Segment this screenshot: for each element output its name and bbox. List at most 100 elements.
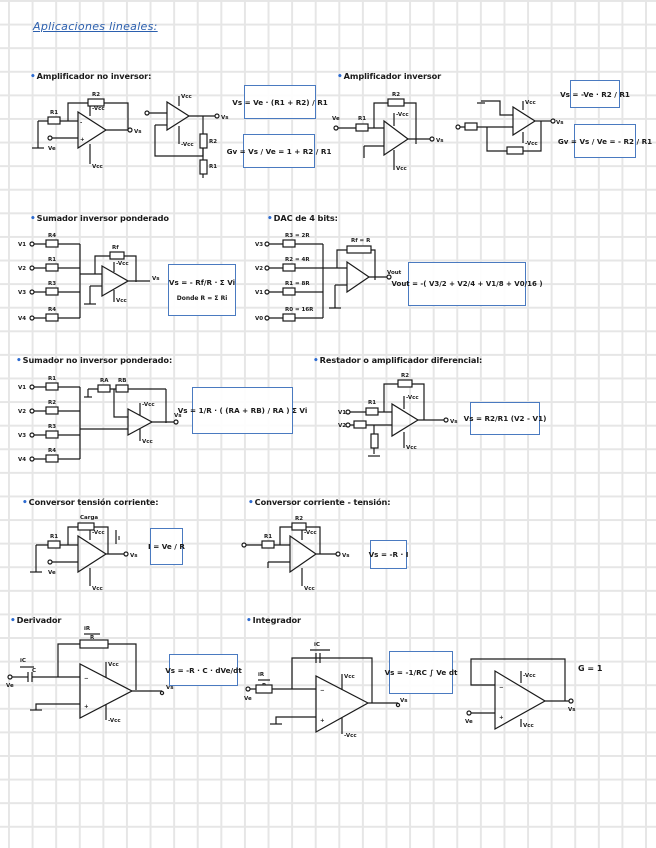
- svg-text:-Vcc: -Vcc: [116, 261, 129, 267]
- svg-text:V4: V4: [18, 457, 26, 463]
- svg-text:R0 = 16R: R0 = 16R: [285, 307, 314, 313]
- formula-box-inversor-gain: Gv = Vs / Ve = - R2 / R1: [558, 124, 652, 158]
- svg-text:Vs: Vs: [174, 413, 182, 419]
- svg-text:V0: V0: [255, 316, 263, 322]
- svg-text:Vs: Vs: [556, 120, 564, 126]
- svg-text:RA: RA: [100, 378, 109, 384]
- circuit-no-inversor-alt: Vs Vcc -Vcc R2 R1: [144, 94, 229, 178]
- section-heading-integrador: •Integrador: [246, 615, 301, 626]
- svg-text:R3: R3: [48, 281, 56, 287]
- svg-text:V4: V4: [18, 316, 26, 322]
- section-heading-conv-corriente-tension: •Conversor corriente - tensión:: [248, 497, 391, 508]
- input-v4: V4 R4: [18, 307, 80, 322]
- svg-text:Ve: Ve: [244, 696, 252, 702]
- formula-box-derivador: Vs = -R · C · dVe/dt: [165, 654, 242, 686]
- svg-text:R3: R3: [48, 424, 56, 430]
- circuit-seguidor: −+ -Vcc Vcc Ve Vs: [465, 658, 576, 731]
- circuit-restador: V1 R1 R2 V2 -Vcc Vcc Vs: [338, 373, 458, 457]
- svg-text:R2: R2: [401, 373, 409, 379]
- svg-text:Ve: Ve: [48, 146, 56, 152]
- circuit-integrador: iC iR R Ve −+ Vcc -Vcc Vs: [244, 642, 408, 739]
- svg-text:Vs: Vs: [342, 553, 350, 559]
- svg-text:Carga: Carga: [80, 515, 98, 521]
- svg-text:R4: R4: [48, 307, 56, 313]
- svg-text:−: −: [84, 676, 89, 682]
- bullet-icon: •: [10, 616, 16, 626]
- svg-text:R1 = 8R: R1 = 8R: [285, 281, 310, 287]
- section-heading-derivador: •Derivador: [10, 615, 62, 626]
- svg-text:V3: V3: [18, 433, 26, 439]
- svg-text:V1: V1: [338, 410, 346, 416]
- input-v3: V3 R3: [18, 281, 80, 296]
- formula-box-sumador-no-inversor: Vs = 1/R · ( (RA + RB) / RA ) Σ Vi: [178, 387, 307, 434]
- section-heading-restador: •Restador o amplificador diferencial:: [313, 355, 483, 366]
- svg-text:R3 = 2R: R3 = 2R: [285, 233, 310, 239]
- svg-text:Rf = R: Rf = R: [351, 238, 371, 244]
- svg-text:Vs: Vs: [134, 129, 142, 135]
- svg-text:Vcc: Vcc: [142, 439, 153, 445]
- svg-text:Vcc: Vcc: [108, 662, 119, 668]
- svg-text:Ve: Ve: [6, 683, 14, 689]
- svg-text:C: C: [32, 668, 36, 674]
- input-v2: V2 R2: [18, 400, 80, 415]
- svg-text:R2: R2: [209, 139, 217, 145]
- bullet-icon: •: [313, 356, 319, 366]
- svg-text:Vs: Vs: [221, 115, 229, 121]
- svg-text:R1: R1: [209, 164, 217, 170]
- svg-text:R1: R1: [48, 376, 56, 382]
- svg-text:V3: V3: [18, 290, 26, 296]
- svg-text:Ve: Ve: [48, 570, 56, 576]
- section-heading-sumador-inversor: •Sumador inversor ponderado: [30, 213, 169, 224]
- formula-box-conv-tension-corriente: I = Ve / R: [148, 528, 185, 565]
- section-heading-no-inversor: •Amplificador no inversor:: [30, 71, 152, 82]
- svg-text:−: −: [499, 685, 504, 691]
- svg-text:V1: V1: [18, 385, 26, 391]
- svg-text:V2: V2: [18, 266, 26, 272]
- svg-text:+: +: [499, 715, 504, 721]
- svg-text:V1: V1: [18, 242, 26, 248]
- svg-text:-Vcc: -Vcc: [344, 733, 357, 739]
- bullet-icon: •: [22, 498, 28, 508]
- input-v1: V1 R1: [18, 376, 80, 391]
- gain-note-seguidor: G = 1: [578, 664, 603, 673]
- svg-text:Vcc: Vcc: [92, 586, 103, 592]
- svg-text:V3: V3: [255, 242, 263, 248]
- svg-text:Vcc: Vcc: [92, 164, 103, 170]
- svg-text:Vcc: Vcc: [523, 723, 534, 729]
- svg-text:R2: R2: [48, 400, 56, 406]
- svg-text:iR: iR: [258, 672, 265, 678]
- svg-text:+: +: [84, 704, 89, 710]
- svg-text:Vcc: Vcc: [116, 298, 127, 304]
- svg-text:-Vcc: -Vcc: [181, 142, 194, 148]
- svg-text:V2: V2: [18, 409, 26, 415]
- svg-text:Vs: Vs: [152, 276, 160, 282]
- svg-text:R: R: [90, 635, 95, 641]
- bullet-icon: •: [30, 214, 36, 224]
- svg-text:Vout: Vout: [387, 270, 402, 276]
- svg-text:R1: R1: [48, 257, 56, 263]
- svg-text:Vs: Vs: [400, 698, 408, 704]
- bullet-icon: •: [30, 72, 36, 82]
- bullet-icon: •: [267, 214, 273, 224]
- bullet-icon: •: [16, 356, 22, 366]
- svg-text:-Vcc: -Vcc: [523, 673, 536, 679]
- svg-text:RB: RB: [118, 378, 126, 384]
- svg-text:Vcc: Vcc: [181, 94, 192, 100]
- section-heading-sumador-no-inversor: •Sumador no inversor ponderado:: [16, 355, 173, 366]
- dac-input-v3: V3 R3 = 2R: [255, 233, 323, 248]
- formula-box-conv-corriente-tension: Vs = -R · I: [369, 540, 408, 569]
- formula-box-inversor-vs: Vs = -Ve · R2 / R1: [560, 80, 630, 108]
- svg-text:Vs: Vs: [568, 707, 576, 713]
- svg-text:-Vcc: -Vcc: [108, 718, 121, 724]
- svg-text:-Vcc: -Vcc: [92, 106, 105, 112]
- svg-text:R2: R2: [295, 516, 303, 522]
- svg-text:-: -: [80, 120, 82, 126]
- svg-text:R1: R1: [368, 400, 376, 406]
